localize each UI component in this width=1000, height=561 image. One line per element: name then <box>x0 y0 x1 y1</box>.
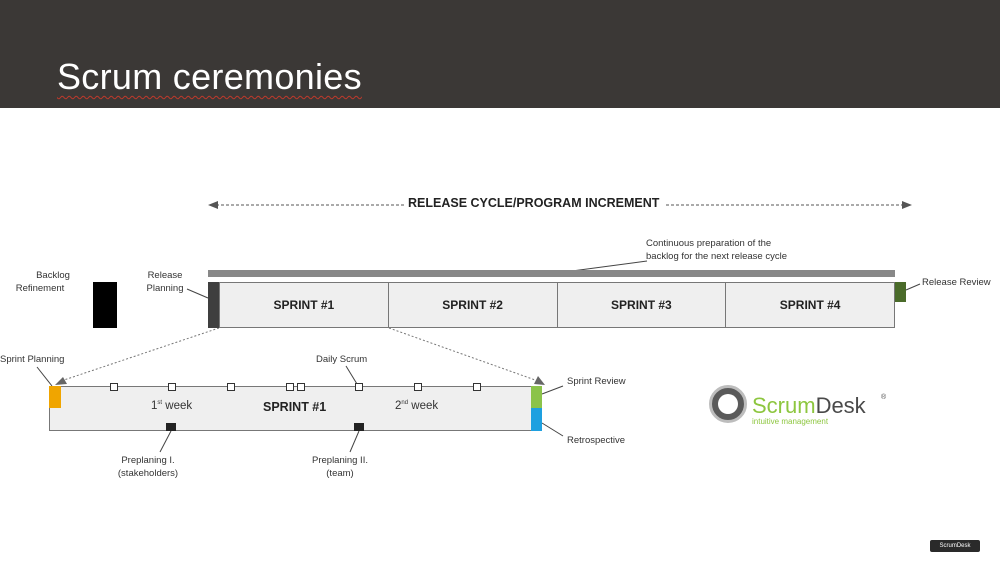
sprint-detail-title: SPRINT #1 <box>263 400 327 414</box>
continuous-pointer <box>571 260 648 272</box>
sprint-review-pointer <box>541 385 564 395</box>
slide-title: Scrum ceremonies <box>57 56 362 97</box>
logo-part2: Desk <box>815 393 866 418</box>
retrospective-pointer <box>541 422 564 437</box>
preplaning1-line2: (stakeholders) <box>117 468 179 479</box>
arrow-left-head <box>208 201 218 209</box>
sprint-box-2: SPRINT #2 <box>389 283 558 327</box>
continuous-note-line2: backlog for the next release cycle <box>646 251 787 262</box>
sprint-box-3: SPRINT #3 <box>558 283 727 327</box>
week1-num: 1 <box>151 400 158 412</box>
daily-scrum-marker <box>227 383 235 391</box>
retrospective-label: Retrospective <box>567 435 626 446</box>
daily-scrum-marker <box>414 383 422 391</box>
logo-part1: Scrum <box>752 393 816 418</box>
preplaning2-marker <box>354 423 364 431</box>
backlog-refinement-block <box>93 282 117 328</box>
release-review-label: Release Review <box>922 277 991 288</box>
week1-label: 1st week <box>151 400 192 412</box>
release-planning-line2: Planning <box>146 283 184 294</box>
week2-label: 2nd week <box>395 400 438 412</box>
preplaning1-pointer <box>159 430 172 453</box>
week2-sup: nd <box>401 400 409 407</box>
backlog-refinement-line1: Backlog <box>36 270 70 281</box>
scrumdesk-logo-inner <box>718 394 738 414</box>
release-planning-pointer <box>186 288 209 299</box>
daily-scrum-marker <box>168 383 176 391</box>
release-continuous-bar <box>208 270 895 277</box>
sprint-review-label: Sprint Review <box>567 376 626 387</box>
daily-scrum-marker <box>297 383 305 391</box>
sprint-box-4: SPRINT #4 <box>779 298 841 312</box>
daily-scrum-label: Daily Scrum <box>316 354 368 365</box>
sprint-planning-label: Sprint Planning <box>0 354 65 365</box>
week2-text: week <box>408 400 439 412</box>
release-review-block <box>895 282 906 302</box>
preplaning2-line2: (team) <box>326 468 354 479</box>
preplaning1-line1: Preplaning I. <box>121 455 175 466</box>
arrow-right-head <box>902 201 912 209</box>
daily-scrum-marker <box>110 383 118 391</box>
retrospective-block <box>531 408 542 431</box>
sprint-box-1: SPRINT #1 <box>220 283 389 327</box>
release-cycle-title: RELEASE CYCLE/PROGRAM INCREMENT <box>408 196 660 210</box>
zoom-arrow-left <box>55 377 67 385</box>
footer-logo: ScrumDesk <box>930 540 980 552</box>
sprint-review-block <box>531 386 542 408</box>
week2-num: 2 <box>395 400 402 412</box>
continuous-note-line1: Continuous preparation of the <box>646 238 772 249</box>
sprint-planning-pointer <box>36 366 53 387</box>
daily-scrum-marker <box>286 383 294 391</box>
preplaning2-line1: Preplaning II. <box>312 455 368 466</box>
sprint-planning-block <box>49 386 61 408</box>
release-planning-block <box>208 282 219 328</box>
slide-header <box>0 0 1000 108</box>
preplaning1-marker <box>166 423 176 431</box>
logo-tagline: intuitive management <box>752 417 829 426</box>
logo-registered: ® <box>881 394 887 401</box>
zoom-line-right <box>388 327 539 382</box>
scrumdesk-logo-text: ScrumDesk <box>752 393 866 419</box>
zoom-line-left <box>60 327 220 382</box>
week1-sup: st <box>157 400 163 407</box>
sprint-row: SPRINT #1 SPRINT #2 SPRINT #3 SPRINT #4 <box>219 282 895 328</box>
backlog-refinement-line2: Refinement <box>15 283 65 294</box>
zoom-arrow-right <box>534 376 545 385</box>
release-planning-line1: Release <box>147 270 183 281</box>
daily-scrum-pointer <box>345 365 358 385</box>
week1-text: week <box>162 400 193 412</box>
daily-scrum-marker <box>473 383 481 391</box>
release-review-pointer <box>905 283 921 291</box>
daily-scrum-marker <box>355 383 363 391</box>
preplaning2-pointer <box>349 430 360 453</box>
